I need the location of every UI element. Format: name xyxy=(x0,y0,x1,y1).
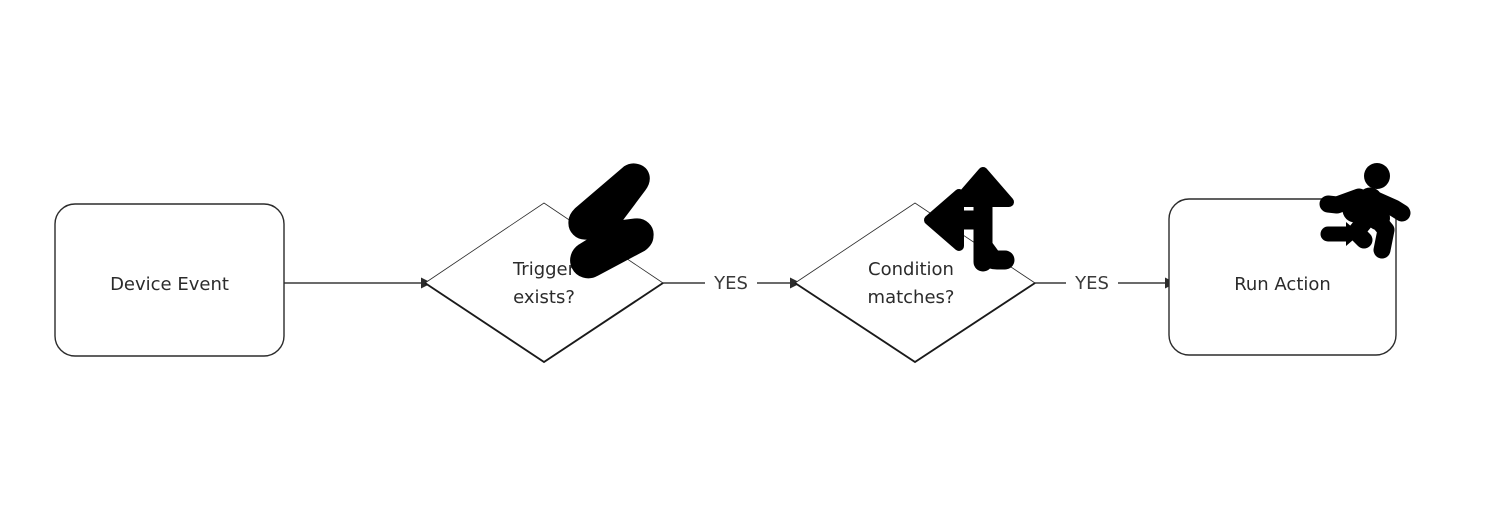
node-condition-matches[interactable]: Condition matches? xyxy=(794,202,1036,364)
node-condition-matches-shape-bottom[interactable] xyxy=(794,282,1036,364)
edge-event-to-trigger xyxy=(284,277,432,289)
node-device-event-label: Device Event xyxy=(110,274,229,295)
edge-label-yes-2: YES xyxy=(1074,273,1109,294)
node-device-event[interactable]: Device Event xyxy=(54,203,285,357)
node-trigger-exists-label-line1: Trigger xyxy=(512,259,576,280)
node-run-action-label: Run Action xyxy=(1234,274,1331,295)
node-trigger-exists-shape-bottom[interactable] xyxy=(424,282,664,364)
edge-trigger-to-condition: YES xyxy=(663,273,801,294)
branch-arrow-icon xyxy=(924,167,1015,272)
edge-label-yes-1: YES xyxy=(713,273,748,294)
running-person-icon xyxy=(1319,163,1411,259)
lightning-bolt-icon xyxy=(568,163,654,279)
node-condition-matches-label-line2: matches? xyxy=(868,287,955,308)
node-condition-matches-label-line1: Condition xyxy=(868,259,954,280)
node-trigger-exists-label-line2: exists? xyxy=(513,287,575,308)
node-device-event-shape[interactable] xyxy=(54,203,285,357)
edge-condition-to-action: YES xyxy=(1035,273,1176,294)
